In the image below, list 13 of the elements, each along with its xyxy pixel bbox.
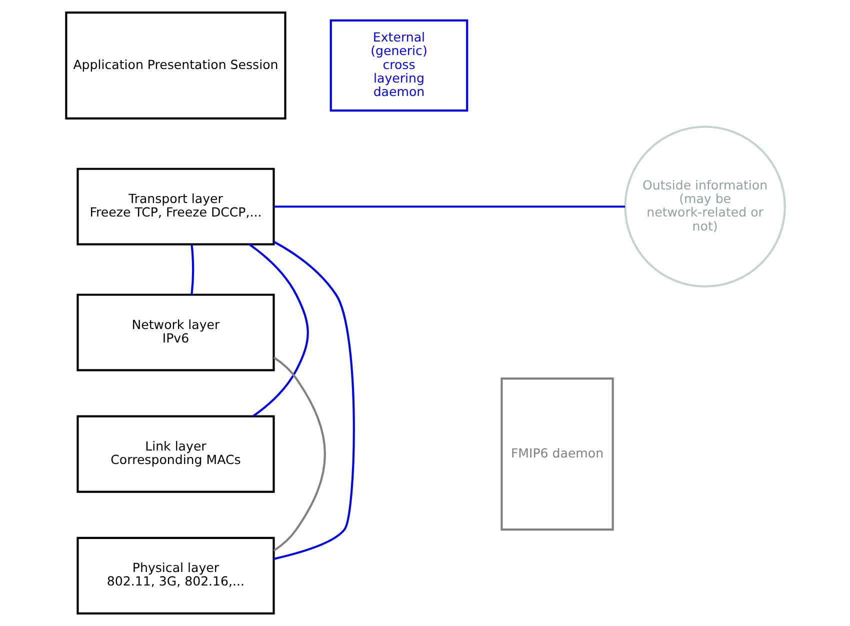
node-box: FMIP6 daemon [500,378,614,531]
node-box: Transport layer Freeze TCP, Freeze DCCP,... [76,168,274,246]
connector [248,244,308,418]
node-box: Network layer IPv6 [76,294,274,372]
node-box: Link layer Corresponding MACs [76,415,274,493]
connector [273,206,625,208]
node-box: Physical layer 802.11, 3G, 802.16,... [76,536,274,614]
node-box: Application Presentation Session [64,12,286,120]
connector [273,240,354,560]
node-circle: Outside information (may be network-related or not) [624,126,786,288]
connector [190,244,194,295]
connector [272,356,326,552]
node-box: External (generic) cross layering daemon [329,19,468,112]
